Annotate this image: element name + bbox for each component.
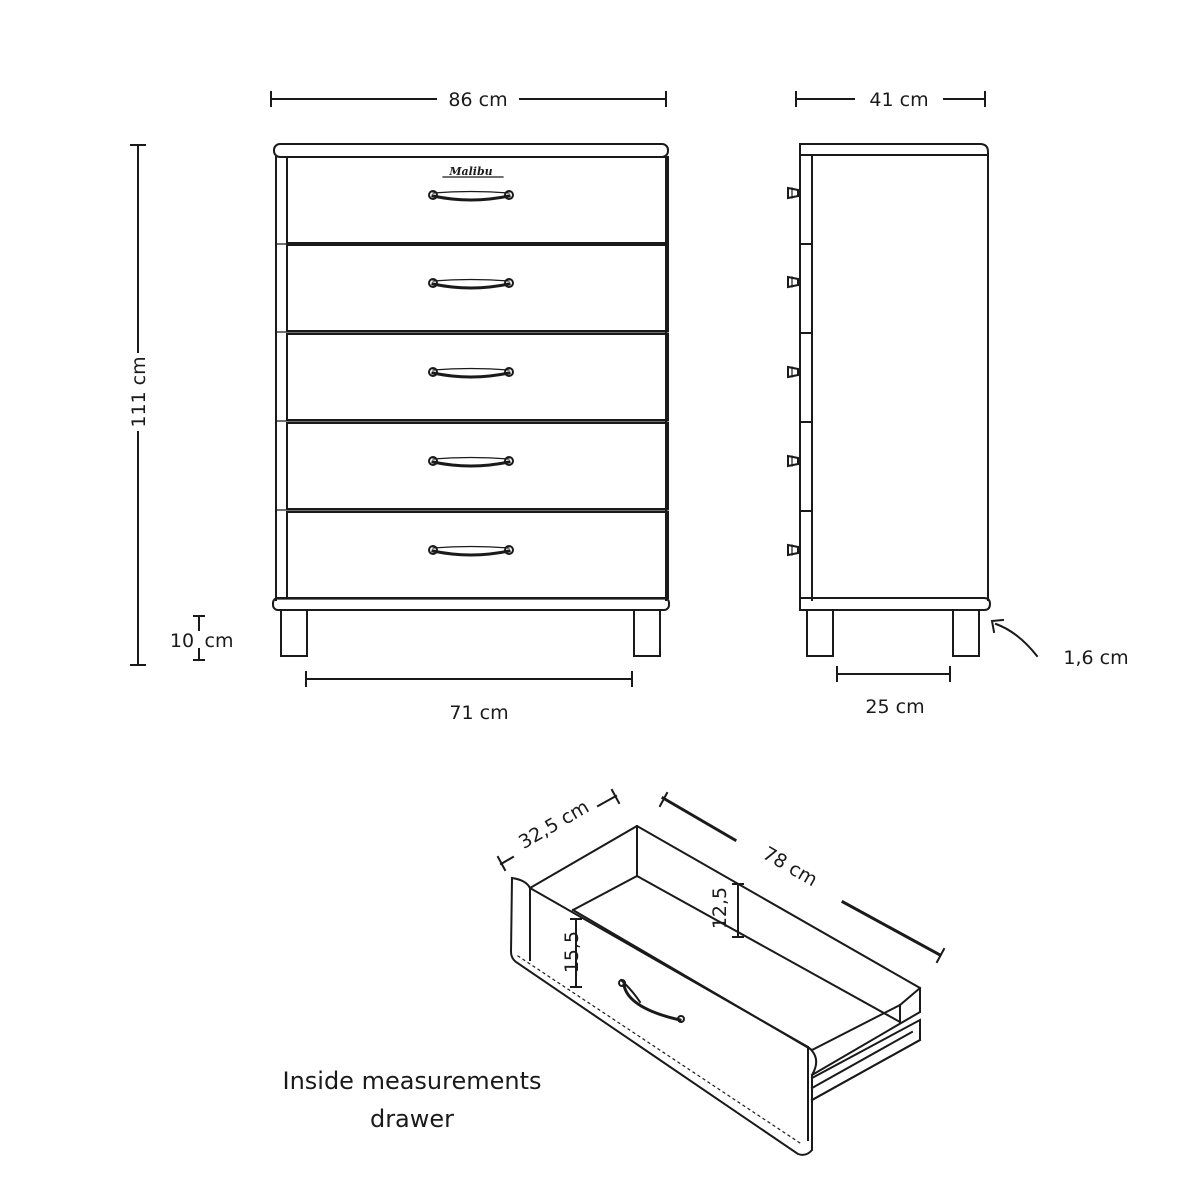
drawer-depth-line-right: [596, 794, 618, 808]
drawer-handle-knob-right-3: [504, 367, 514, 377]
side-leg-back: [952, 609, 980, 657]
drawer-handle-knob-left-4: [428, 456, 438, 466]
drawer-view: [509, 824, 922, 1156]
drawer-handle-knob-left-1: [428, 190, 438, 200]
front-view: Malibu: [272, 143, 670, 657]
drawer-handle-2: [431, 282, 511, 290]
leg-span-label: 71 cm: [449, 702, 508, 724]
leg-height-label: 10: [170, 630, 194, 652]
drawer-floor-front-edge: [571, 908, 814, 1052]
drawer-back-inner-edge: [571, 825, 638, 912]
front-top-panel: [273, 143, 669, 158]
side-leg-front: [806, 609, 834, 657]
front-leg-left: [280, 609, 308, 657]
front-drawer-4: [275, 422, 669, 511]
side-top-panel: [799, 143, 989, 156]
drawer-length-label: 78 cm: [759, 842, 821, 891]
brand-logo: Malibu: [448, 165, 492, 178]
side-view: [787, 143, 992, 657]
drawer-handle-knob-right-5: [504, 545, 514, 555]
drawer-handle-knob-right-1: [504, 190, 514, 200]
drawer-front-3: [286, 333, 669, 421]
drawer-handle-knob-left: [618, 979, 626, 987]
drawer-handle-top-3: [432, 367, 510, 371]
side-drawer-dividers: [799, 243, 813, 512]
thickness-arrow-curve: [994, 622, 1039, 658]
side-knob-body-2: [787, 275, 799, 289]
front-drawer-3: [275, 333, 669, 422]
width-label: 86 cm: [448, 89, 507, 111]
thickness-label: 1,6 cm: [1063, 647, 1128, 669]
drawer-depth-line-left: [499, 855, 515, 866]
drawer-dimensions: 32,5 cm 78 cm 12,5 15,5: [496, 788, 946, 988]
drawer-front-panel: [509, 876, 818, 1156]
drawer-handle-knob-left-5: [428, 545, 438, 555]
drawer-front-4: [286, 422, 669, 510]
side-knob-body-3: [787, 365, 799, 379]
side-knobs: [787, 186, 799, 557]
front-drawers: [275, 156, 669, 600]
drawer-handle-top-4: [432, 456, 510, 460]
drawer-handle-inner: [619, 978, 642, 1004]
drawer-length-line-right: [840, 899, 943, 958]
drawer-handle-top-2: [432, 278, 510, 282]
drawer-right-wall-top: [810, 986, 922, 1052]
drawer-length-tick-right: [935, 947, 946, 964]
drawer-length-tick-left: [658, 791, 669, 808]
side-knob-body-5: [787, 543, 799, 557]
side-dimensions: 41 cm 25 cm 1,6 cm: [795, 89, 1129, 718]
drawer-front-height-label: 15,5: [561, 931, 583, 973]
drawer-handle-knob-left-3: [428, 367, 438, 377]
leg-height-unit: cm: [205, 630, 234, 652]
front-drawer-2: [275, 244, 669, 333]
drawer-handle-knob-right-4: [504, 456, 514, 466]
front-drawer-5: [275, 511, 669, 600]
drawer-handle-1: [431, 194, 511, 202]
side-knob-3: [787, 365, 799, 379]
side-knob-2: [787, 275, 799, 289]
thickness-arrow-head: [990, 618, 1005, 634]
drawer-depth-label: 32,5 cm: [515, 796, 593, 854]
drawer-handle-top-5: [432, 545, 510, 549]
drawer-length-line-left: [660, 795, 738, 843]
drawer-box-outline: [528, 824, 921, 1077]
drawer-inner-height-label: 12,5: [709, 887, 731, 929]
drawer-front-5: [286, 511, 669, 599]
front-dimensions: 86 cm 111 cm 10 cm 71 cm: [128, 89, 667, 724]
drawer-runner-lower: [810, 1038, 922, 1102]
side-knob-body-1: [787, 186, 799, 200]
drawer-handle-knob-right-2: [504, 278, 514, 288]
front-leg-right: [633, 609, 661, 657]
side-knob-5: [787, 543, 799, 557]
drawer-runner-upper: [810, 1018, 921, 1102]
drawer-runner-line: [810, 1030, 914, 1090]
side-plinth: [799, 597, 992, 611]
drawer-floor-back-edge: [635, 874, 902, 1024]
side-knob-4: [787, 454, 799, 468]
drawer-handle: [622, 983, 682, 1022]
height-label: 111 cm: [128, 356, 150, 427]
drawer-front-dotted-line: [517, 955, 801, 1144]
drawer-front-1: [286, 156, 669, 244]
drawer-caption-line2: drawer: [370, 1105, 454, 1133]
front-plinth: [272, 597, 670, 611]
side-knob-1: [787, 186, 799, 200]
drawer-handle-4: [431, 460, 511, 468]
depth-label: 41 cm: [869, 89, 928, 111]
drawer-handle-3: [431, 371, 511, 379]
side-knob-body-4: [787, 454, 799, 468]
drawer-front-2: [286, 244, 669, 332]
drawer-handle-knob-left-2: [428, 278, 438, 288]
drawer-handle-5: [431, 549, 511, 557]
drawer-handle-knob-right: [677, 1015, 685, 1023]
side-leg-span-label: 25 cm: [865, 696, 924, 718]
drawer-caption-line1: Inside measurements: [282, 1067, 541, 1095]
drawer-handle-top-1: [432, 190, 510, 194]
